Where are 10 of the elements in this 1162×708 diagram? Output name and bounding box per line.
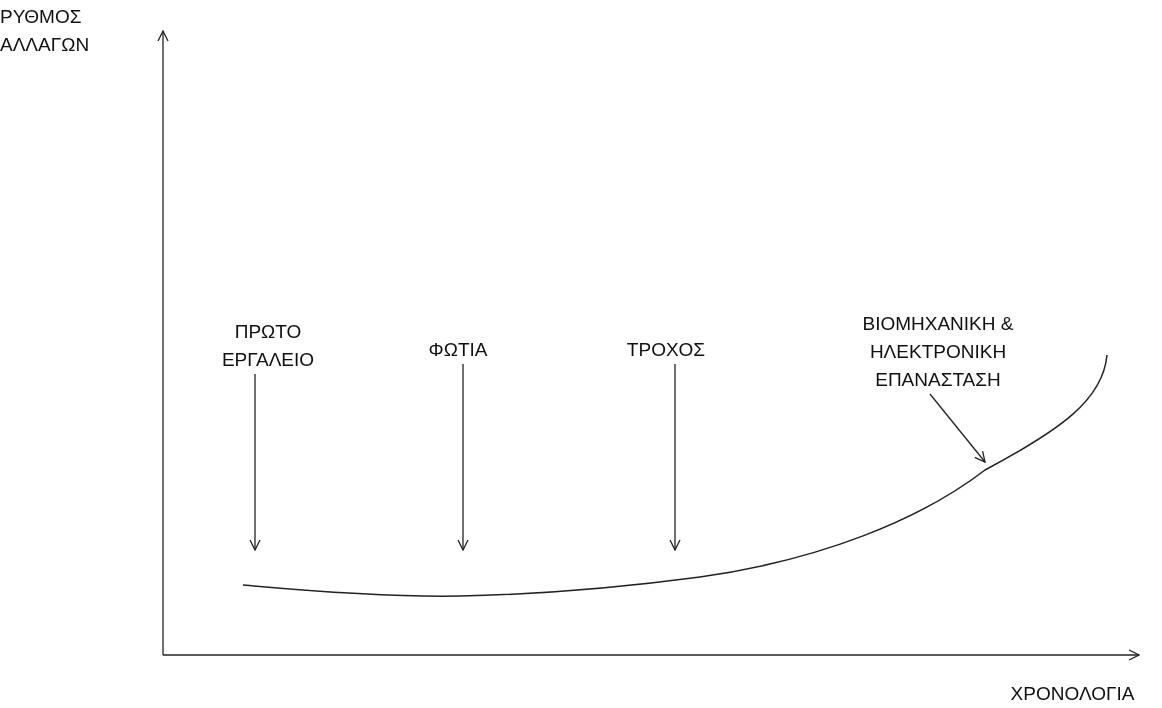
arrow [457,363,469,551]
event-label: ΦΩΤΙΑ [427,338,489,362]
event-label: ΤΡΟΧΟΣ [625,338,707,362]
axis-title: ΧΡΟΝΟΛΟΓΙΑ [1009,682,1136,706]
axis-title: ΡΥΘΜΟΣ ΑΛΛΑΓΩΝ [0,5,91,57]
arrow [249,373,261,551]
event-label: ΒΙΟΜΗΧΑΝΙΚΗ & ΗΛΕΚΤΡΟΝΙΚΗ ΕΠΑΝΑΣΤΑΣΗ [861,312,1015,392]
event-label: ΠΡΩΤΟ ΕΡΓΑΛΕΙΟ [220,320,316,372]
arrow [929,393,986,463]
arrow [669,363,681,551]
